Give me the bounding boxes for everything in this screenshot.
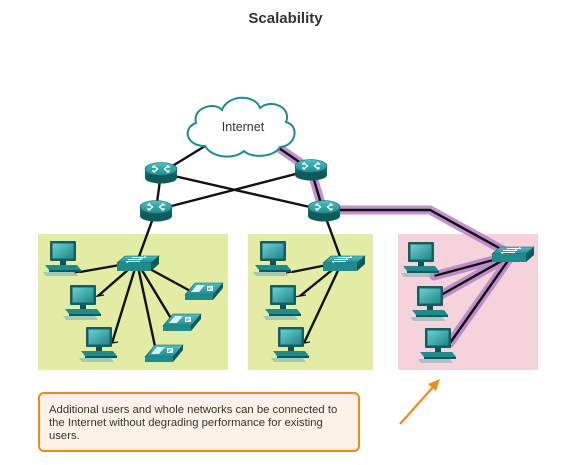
switch-icon [116,255,160,272]
callout-box: Additional users and whole networks can … [38,392,360,452]
cloud-label: Internet [222,120,265,134]
router-icon [307,199,341,223]
switch-icon [322,255,366,272]
callout-text: Additional users and whole networks can … [49,404,338,442]
router-icon [144,161,178,185]
switch-icon [491,246,535,263]
router-icon [139,199,173,223]
router-icon [294,158,328,182]
cloud-icon [186,96,296,158]
page-title: Scalability [248,10,323,27]
arrow-icon [399,379,440,425]
